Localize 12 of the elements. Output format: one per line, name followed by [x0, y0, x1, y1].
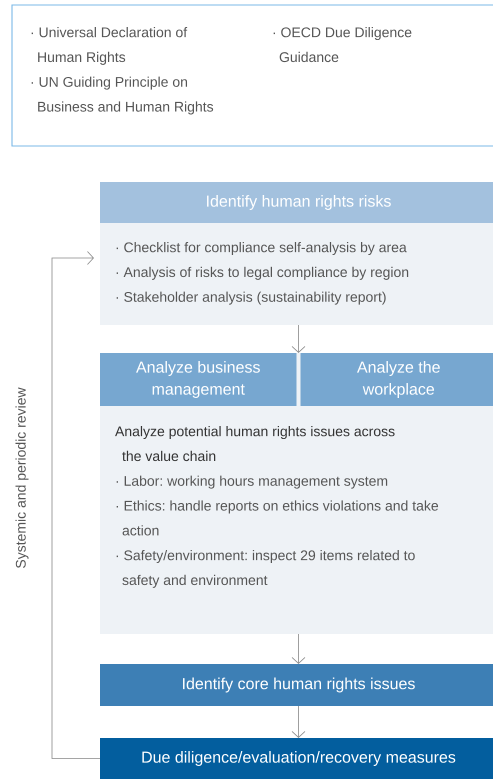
step-header: Analyze the workplace [300, 353, 493, 406]
arrow [292, 634, 306, 664]
step-header: Identify human rights risks [100, 182, 493, 223]
arrow [52, 251, 100, 759]
edge-label: Systemic and periodic review [15, 387, 29, 568]
reference-box: · Universal Declaration of Human Rights · UN Guiding Principle on Business and Human Rights · OECD Due Diligence Guidance [11, 4, 493, 147]
step-box: Identify core human rights issues [100, 664, 493, 706]
step-header: Analyze business management [100, 353, 296, 406]
arrow [292, 706, 306, 738]
result-box: Due diligence/evaluation/recovery measures [100, 738, 493, 779]
arrow [292, 324, 306, 353]
step-panel: · Checklist for compliance self-analysis by area · Analysis of risks to legal compliance by region · Stakeholder analysis (sustainability report) [100, 223, 493, 325]
